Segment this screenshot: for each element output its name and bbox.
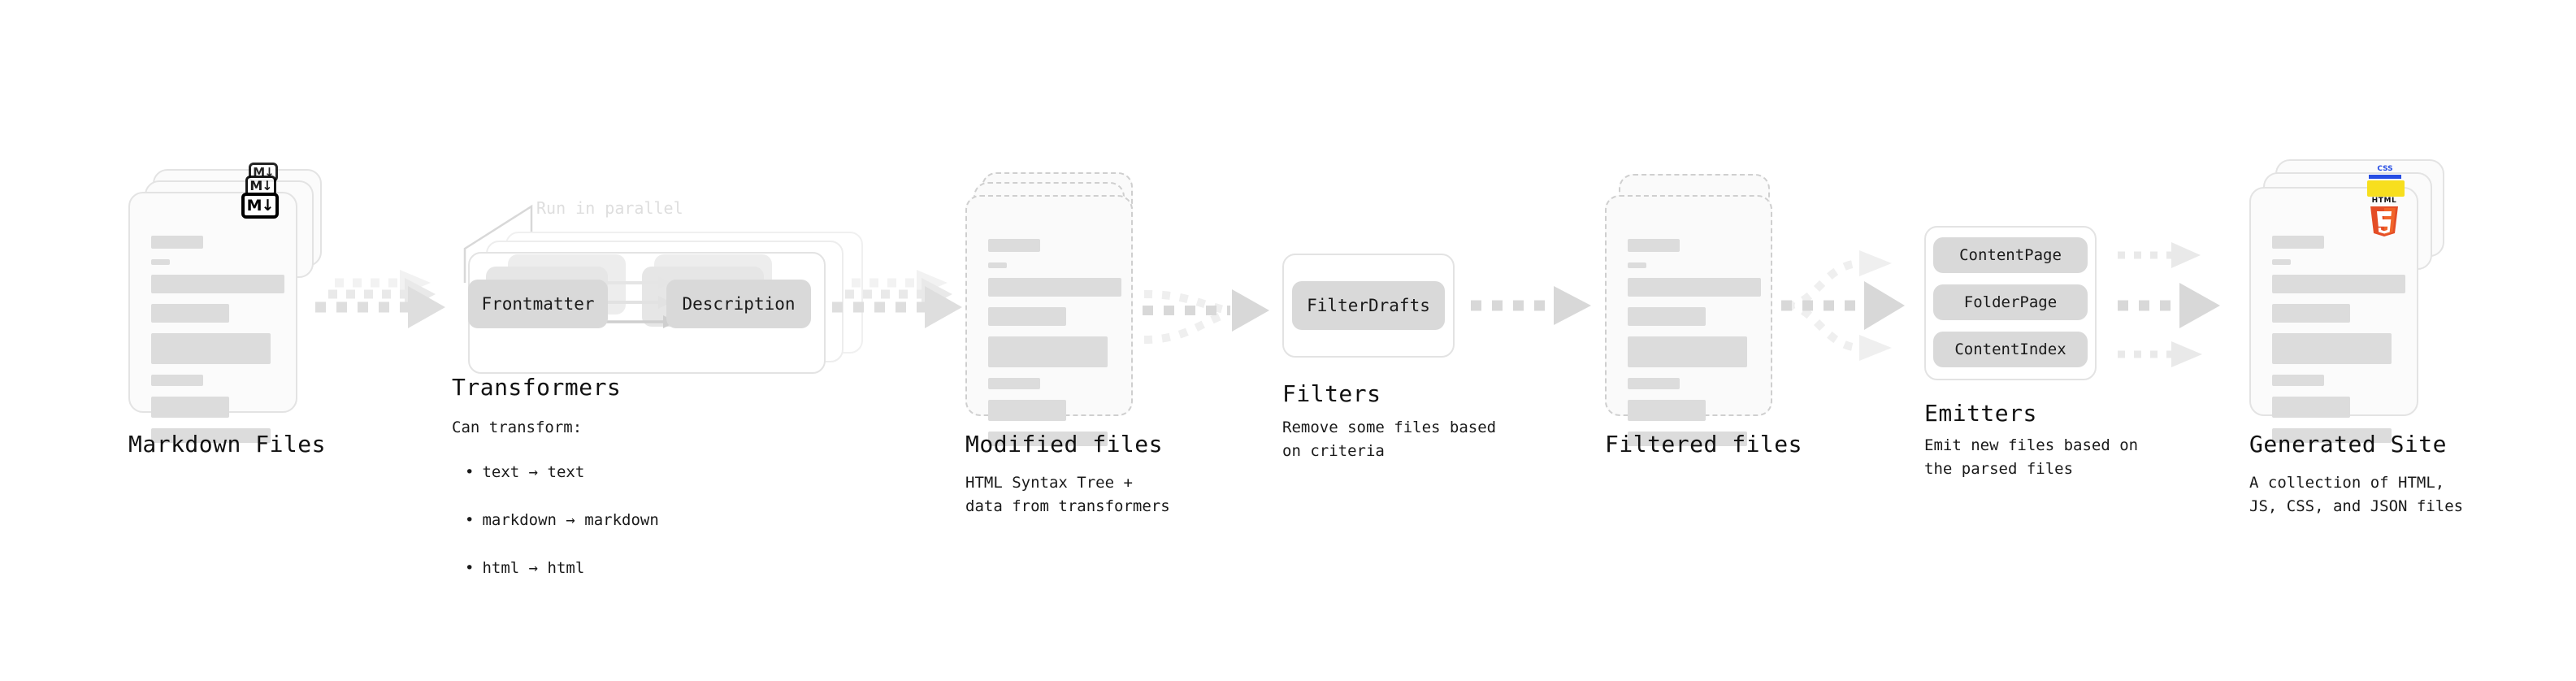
generated-site-title: Generated Site bbox=[2249, 431, 2448, 458]
transformer-pill-description[interactable]: Description bbox=[666, 280, 811, 328]
skeleton-bar bbox=[988, 262, 1007, 268]
emitters-pill-contentpage[interactable]: ContentPage bbox=[1933, 237, 2088, 273]
transformers-bullet-item: text → text bbox=[465, 461, 659, 484]
skeleton-bar bbox=[1628, 400, 1706, 421]
skeleton-bar bbox=[2272, 275, 2405, 293]
skeleton-bar bbox=[2272, 304, 2350, 323]
arrow-filtered-to-emitters bbox=[1781, 250, 1905, 361]
markdown-badge-label: M↓ bbox=[246, 196, 275, 215]
filtered-skeleton-bars bbox=[1628, 239, 1761, 457]
run-in-parallel-bracket bbox=[463, 204, 533, 283]
markdown-skeleton-bars bbox=[151, 236, 284, 453]
emitters-subtitle: Emit new files based on the parsed files bbox=[1924, 436, 2139, 479]
skeleton-bar bbox=[151, 236, 203, 249]
emitters-pill-contentindex[interactable]: ContentIndex bbox=[1933, 332, 2088, 367]
html5-badge: HTML bbox=[2366, 193, 2403, 236]
skeleton-bar bbox=[988, 278, 1121, 297]
site-skeleton-bars bbox=[2272, 236, 2405, 453]
skeleton-bar bbox=[1628, 336, 1747, 367]
skeleton-bar bbox=[2272, 236, 2324, 249]
skeleton-bar bbox=[1628, 262, 1646, 268]
modified-files-title: Modified files bbox=[965, 431, 1164, 458]
markdown-files-title: Markdown Files bbox=[128, 431, 327, 458]
modified-skeleton-bars bbox=[988, 239, 1121, 457]
arrow-transformers-to-modified bbox=[832, 270, 962, 328]
skeleton-bar bbox=[151, 275, 284, 293]
skeleton-bar bbox=[151, 333, 271, 364]
skeleton-bar bbox=[1628, 278, 1761, 297]
arrow-modified-to-filters bbox=[1143, 289, 1269, 344]
filters-title: Filters bbox=[1282, 380, 1381, 407]
skeleton-bar bbox=[151, 375, 203, 386]
css-badge-label: CSS bbox=[2377, 165, 2393, 173]
filters-subtitle: Remove some files based on criteria bbox=[1282, 419, 1497, 461]
skeleton-bar bbox=[2272, 397, 2350, 418]
js-badge bbox=[2367, 180, 2405, 197]
skeleton-bar bbox=[988, 307, 1066, 326]
skeleton-bar bbox=[151, 304, 229, 323]
markdown-file-card-front bbox=[128, 192, 297, 443]
emitters-title: Emitters bbox=[1924, 400, 2037, 427]
skeleton-bar bbox=[2272, 259, 2291, 265]
skeleton-bar bbox=[988, 378, 1040, 389]
skeleton-bar bbox=[151, 428, 271, 443]
html5-badge-label: HTML bbox=[2372, 197, 2397, 205]
skeleton-bar bbox=[988, 336, 1108, 367]
css-badge-underline bbox=[2369, 175, 2401, 179]
css-badge: CSS bbox=[2369, 164, 2401, 179]
modified-files-subtitle: HTML Syntax Tree + data from transformer… bbox=[965, 474, 1170, 516]
transformers-bullet-item: html → html bbox=[465, 557, 659, 580]
skeleton-bar bbox=[2272, 375, 2324, 386]
transformers-bullets: text → text markdown → markdown html → h… bbox=[465, 437, 659, 605]
skeleton-bar bbox=[1628, 307, 1706, 326]
emitters-pill-folderpage[interactable]: FolderPage bbox=[1933, 284, 2088, 320]
transformers-bullet-item: markdown → markdown bbox=[465, 509, 658, 532]
skeleton-bar bbox=[988, 432, 1108, 446]
modified-file-card-front bbox=[965, 195, 1133, 446]
skeleton-bar bbox=[2272, 428, 2392, 443]
markdown-badge-front: M↓ bbox=[241, 193, 279, 219]
skeleton-bar bbox=[1628, 378, 1680, 389]
arrow-filters-to-filtered bbox=[1471, 286, 1591, 325]
skeleton-bar bbox=[988, 239, 1040, 252]
arrow-emitters-to-site bbox=[2118, 242, 2220, 367]
transformer-pill-frontmatter[interactable]: Frontmatter bbox=[468, 280, 608, 328]
arrow-markdown-to-transformers bbox=[315, 270, 445, 328]
skeleton-bar bbox=[151, 397, 229, 418]
transformer-inner-arrows bbox=[600, 276, 676, 328]
skeleton-bar bbox=[2272, 333, 2392, 364]
transformers-title: Transformers bbox=[452, 374, 622, 401]
skeleton-bar bbox=[151, 259, 170, 265]
skeleton-bar bbox=[988, 400, 1066, 421]
filtered-file-card-front bbox=[1605, 195, 1772, 446]
filters-pill-filterdrafts[interactable]: FilterDrafts bbox=[1292, 281, 1445, 330]
transformers-subtitle: Can transform: bbox=[452, 419, 583, 436]
run-in-parallel-label: Run in parallel bbox=[536, 198, 683, 218]
generated-site-subtitle: A collection of HTML, JS, CSS, and JSON … bbox=[2249, 474, 2464, 516]
markdown-badge-label: M↓ bbox=[249, 178, 272, 193]
skeleton-bar bbox=[1628, 239, 1680, 252]
filtered-files-title: Filtered files bbox=[1605, 431, 1803, 458]
skeleton-bar bbox=[1628, 432, 1747, 446]
markdown-badge-label: M↓ bbox=[253, 164, 274, 180]
